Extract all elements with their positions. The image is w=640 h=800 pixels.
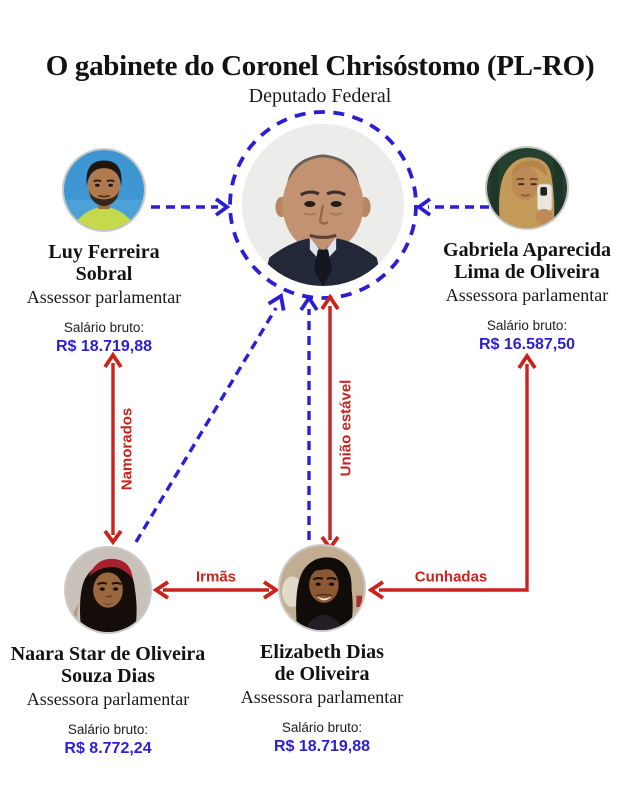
person-name: Elizabeth Dias de Oliveira — [260, 641, 384, 685]
salary-value: R$ 18.719,88 — [273, 738, 371, 755]
arrowhead-right-icon — [214, 197, 231, 217]
person-name: Naara Star de Oliveira Souza Dias — [10, 643, 206, 687]
naara-portrait-icon — [66, 548, 150, 632]
luy-portrait-icon — [64, 150, 144, 230]
person-role: Assessora parlamentar — [240, 687, 404, 707]
elizabeth-photo — [278, 544, 366, 632]
coronel-portrait-icon — [242, 124, 404, 286]
naara-photo — [64, 546, 152, 634]
salary-label: Salário bruto: — [281, 720, 363, 735]
salary-label: Salário bruto: — [486, 318, 568, 333]
salary-value: R$ 16.587,50 — [478, 336, 576, 353]
person-card-luy: Luy Ferreira Sobral Assessor parlamentar… — [0, 148, 210, 356]
salary-value: R$ 18.719,88 — [55, 338, 153, 355]
salary-value: R$ 8.772,24 — [64, 740, 152, 757]
person-role: Assessora parlamentar — [445, 285, 609, 305]
relationship-label-irmas: Irmãs — [195, 568, 237, 586]
person-name: Gabriela Aparecida Lima de Oliveira — [443, 239, 611, 283]
person-card-gabriela: Gabriela Aparecida Lima de Oliveira Asse… — [421, 146, 633, 354]
person-role: Assessor parlamentar — [26, 287, 182, 307]
gabriela-photo — [485, 146, 569, 230]
arrowhead-up-icon — [299, 294, 319, 312]
relationship-label-namorados: Namorados — [118, 407, 136, 491]
gabriela-portrait-icon — [487, 148, 567, 228]
elizabeth-portrait-icon — [280, 546, 364, 630]
central-figure-photo — [242, 124, 404, 286]
page-subtitle: Deputado Federal — [248, 85, 392, 107]
person-role: Assessora parlamentar — [26, 689, 190, 709]
salary-label: Salário bruto: — [67, 722, 149, 737]
relationship-label-cunhadas: Cunhadas — [414, 568, 488, 586]
relationship-label-uniao-estavel: União estável — [337, 379, 355, 477]
person-card-elizabeth: Elizabeth Dias de Oliveira Assessora par… — [216, 544, 428, 756]
salary-label: Salário bruto: — [63, 320, 145, 335]
person-card-naara: Naara Star de Oliveira Souza Dias Assess… — [2, 546, 214, 758]
person-name: Luy Ferreira Sobral — [48, 241, 160, 285]
luy-photo — [62, 148, 146, 232]
page-title: O gabinete do Coronel Chrisóstomo (PL-RO… — [45, 50, 595, 82]
arrowhead-diagonal-icon — [267, 292, 286, 311]
